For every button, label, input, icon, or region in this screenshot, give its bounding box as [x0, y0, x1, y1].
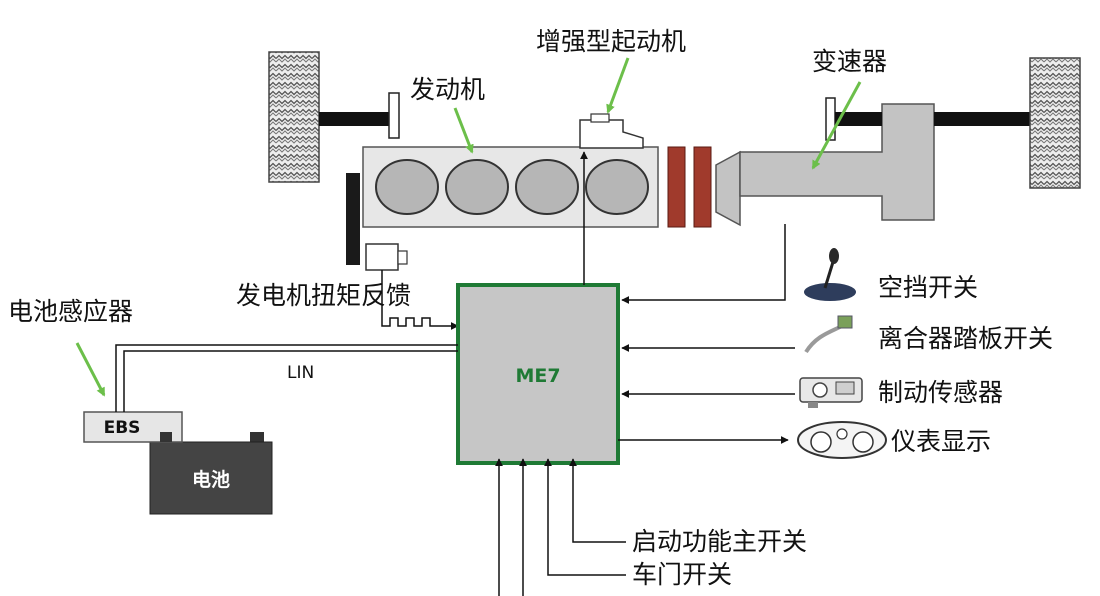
clutch-disc-1	[667, 146, 686, 228]
transmission	[715, 103, 935, 227]
left-flange	[388, 92, 400, 139]
right-drive-shaft-outer	[934, 112, 1030, 126]
cylinder-4	[585, 159, 649, 215]
ecu-me7: ME7	[456, 283, 620, 465]
battery-sensor-label: 电池感应器	[8, 297, 133, 326]
ecu-label: ME7	[515, 365, 560, 387]
left-drive-shaft	[319, 112, 391, 126]
engine-block	[362, 146, 659, 228]
door-switch-line	[544, 458, 626, 576]
cylinder-2	[445, 159, 509, 215]
neutral-switch-icon	[804, 248, 856, 301]
clutch-pedal-switch-label: 离合器踏板开关	[878, 324, 1053, 353]
alternator-feedback-label: 发电机扭矩反馈	[236, 281, 411, 310]
battery-sensor-pointer-arrow	[75, 342, 106, 397]
cylinder-3	[515, 159, 579, 215]
start-function-main-switch-label: 启动功能主开关	[632, 527, 807, 556]
lin-label: LIN	[287, 363, 314, 383]
cylinder-1	[375, 159, 439, 215]
starter-pointer-arrow	[606, 57, 630, 114]
accessory-belt	[346, 173, 360, 265]
transmission-pointer-arrow	[811, 81, 862, 170]
right-wheel	[1029, 57, 1081, 189]
neutral-switch-label: 空挡开关	[878, 273, 978, 302]
brake-sensor-label: 制动传感器	[878, 378, 1003, 407]
left-wheel	[268, 51, 320, 183]
ebs-label: EBS	[104, 418, 141, 438]
neutral-switch-line	[621, 224, 786, 304]
instrument-display-label: 仪表显示	[891, 427, 991, 456]
start-main-switch-line	[569, 458, 626, 543]
transmission-label: 变速器	[812, 47, 887, 76]
alternator	[365, 243, 459, 330]
starter-label: 增强型起动机	[536, 27, 686, 56]
battery-label: 电池	[192, 468, 230, 491]
right-drive-shaft	[835, 112, 882, 126]
brake-sensor-icon	[799, 377, 863, 408]
clutch-disc-2	[693, 146, 712, 228]
lin-bus-line-outer	[115, 344, 458, 412]
clutch-pedal-icon	[804, 315, 853, 354]
ebs-sensor: EBS	[83, 411, 183, 443]
lin-bus-line-inner	[123, 350, 458, 412]
instrument-gauge-icon	[797, 421, 887, 459]
door-switch-label: 车门开关	[632, 560, 732, 589]
starter-motor	[579, 113, 644, 149]
engine-label: 发动机	[410, 75, 485, 104]
engine-pointer-arrow	[453, 107, 474, 154]
battery: 电池	[149, 432, 273, 515]
